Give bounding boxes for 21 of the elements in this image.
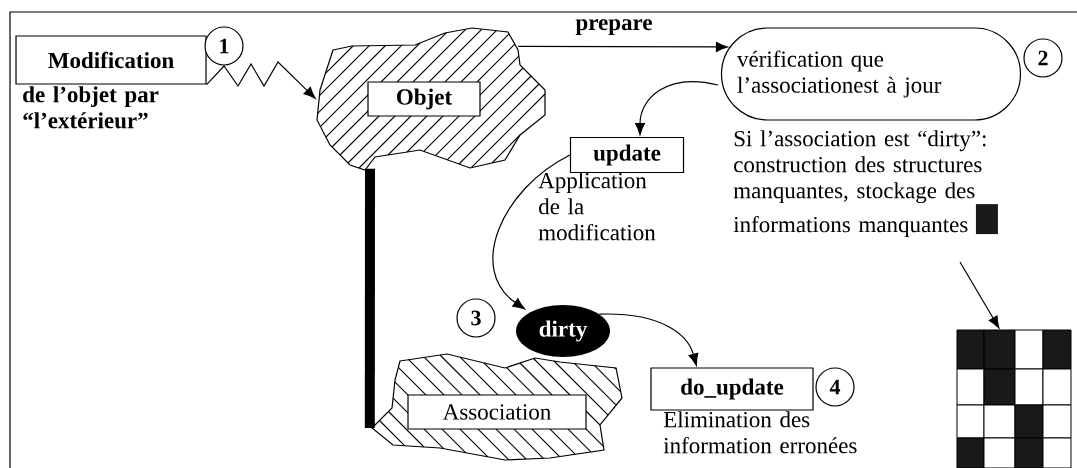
arrow	[492, 154, 571, 310]
method-box: update	[569, 136, 685, 174]
description-text: Application de la modification	[538, 172, 656, 241]
edge-label: prepare	[574, 18, 654, 36]
step-number: 3	[456, 298, 496, 338]
connector-bar	[364, 168, 375, 428]
arrow	[598, 313, 699, 366]
description-text: de l’objet par “l’extérieur”	[23, 86, 159, 129]
step-number: 1	[204, 26, 244, 66]
step-number: 4	[815, 367, 855, 407]
arrow	[959, 261, 1000, 329]
arrow	[517, 41, 729, 52]
note-text: Si l’association est “dirty”: construction des structures manquantes, stockage des informations manquantes	[733, 130, 986, 237]
label-box: Association	[407, 394, 587, 430]
label-box: Objet	[367, 81, 481, 117]
grid-drawing	[956, 329, 1072, 468]
arrow	[634, 81, 719, 136]
description-text: Elimination des information erronées	[663, 411, 857, 454]
rounded-box: vérification que l’associationest à jour	[720, 27, 1022, 121]
arrow	[206, 61, 316, 99]
step-number: 2	[1023, 38, 1063, 78]
